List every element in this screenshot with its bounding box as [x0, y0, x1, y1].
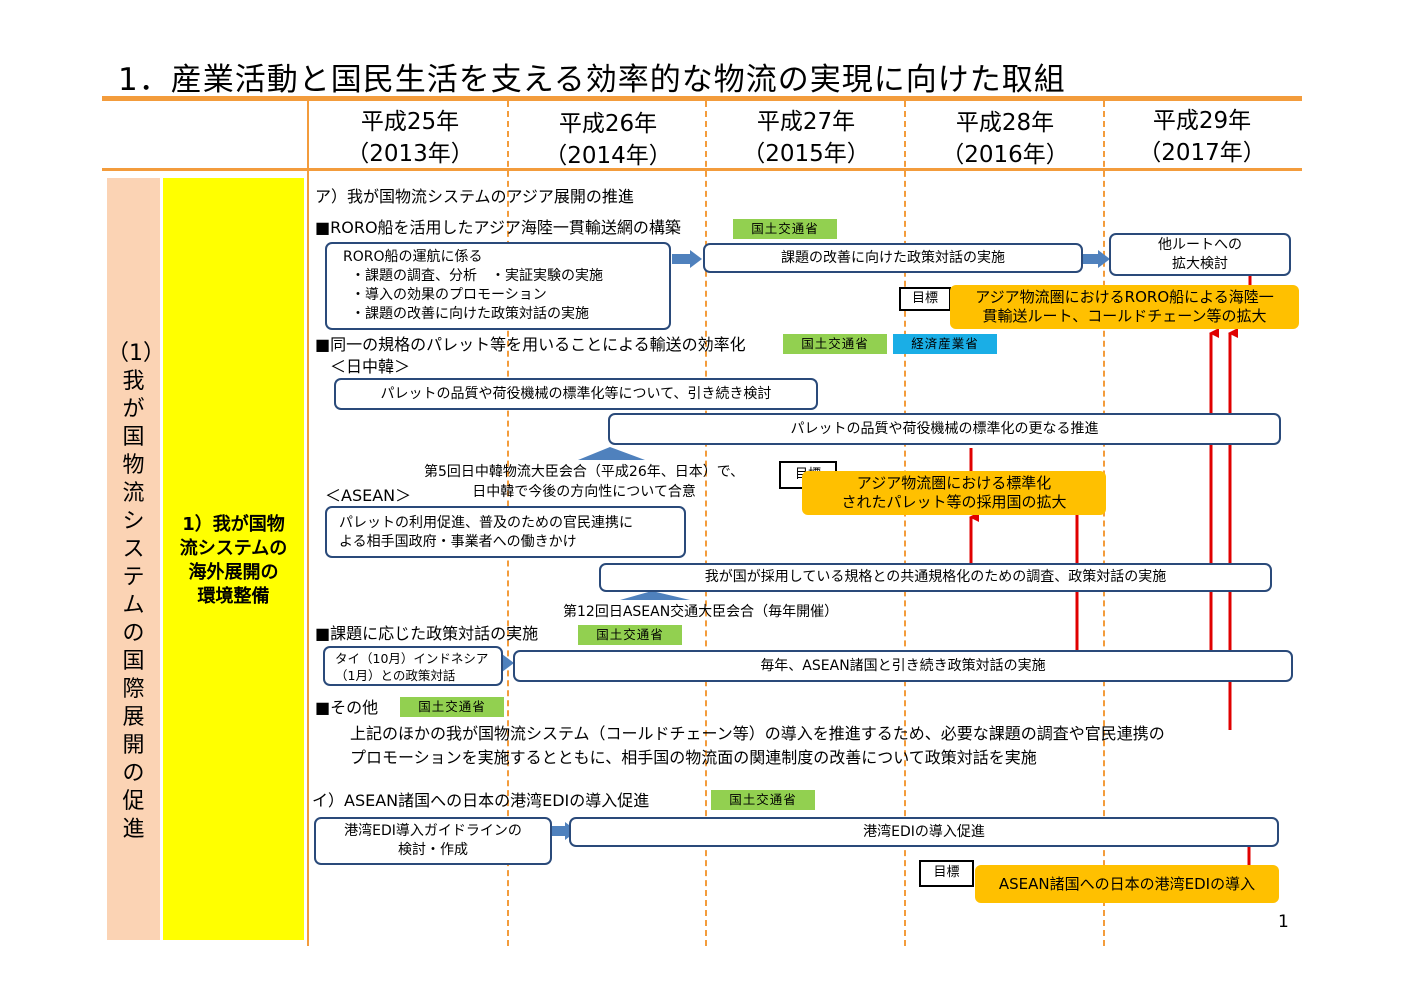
year-header-2013: 平成25年（2013年）	[346, 109, 474, 167]
category-char: 我	[122, 369, 145, 394]
title-rule	[102, 96, 1302, 101]
asean-meeting-note: 第12回日ASEAN交通大臣会合（毎年開催）	[563, 604, 839, 620]
other-description: 上記のほかの我が国物流システム（コールドチェーン等）の導入を推進するため、必要な…	[350, 724, 1165, 767]
column-divider	[904, 101, 906, 946]
cjk-review-box: パレットの品質や荷役機械の標準化等について、引き続き検討	[334, 378, 818, 410]
pallet-heading: ■同一の規格のパレット等を用いることによる輸送の効率化	[315, 335, 746, 354]
year-header-2016: 平成28年（2016年）	[941, 110, 1069, 168]
category-char: （1）	[107, 341, 165, 366]
edi-guideline-box: 港湾EDI導入ガイドラインの 検討・作成	[314, 817, 552, 865]
thai-indonesia-box: タイ（10月）インドネシア （1月）との政策対話	[323, 646, 503, 686]
roro-expand-box: 他ルートへの 拡大検討	[1109, 233, 1291, 276]
chevron-arrow-icon	[672, 250, 702, 268]
policy-heading: ■課題に応じた政策対話の実施	[315, 624, 539, 643]
category-char: シ	[122, 509, 145, 534]
ministry-tag-mlit: 国土交通省	[711, 790, 815, 810]
category-char: の	[122, 761, 145, 786]
category-char: 際	[122, 677, 145, 702]
category-char: 物	[122, 453, 145, 478]
category-char: 国	[122, 425, 145, 450]
ministry-tag-meti: 経済産業省	[893, 334, 997, 354]
edi-goal-box: ASEAN諸国への日本の港湾EDIの導入	[975, 865, 1279, 903]
header-divider	[307, 101, 309, 946]
pallet-goal-box: アジア物流圏における標準化 されたパレット等の採用国の拡大	[802, 471, 1106, 515]
subcategory-column	[163, 178, 304, 940]
category-label: （1）我が国物流システムの国際展開の促進	[107, 340, 165, 844]
asean-dialogue-bar: 毎年、ASEAN諸国と引き続き政策対話の実施	[513, 650, 1293, 682]
edi-promotion-bar: 港湾EDIの導入促進	[569, 817, 1279, 847]
category-char: テ	[122, 565, 145, 590]
asean-standardization-bar: 我が国が採用している規格との共通規格化のための調査、政策対話の実施	[599, 563, 1272, 592]
subcategory-label: 1）我が国物 流システムの 海外展開の 環境整備	[179, 514, 288, 607]
category-char: ム	[122, 593, 145, 618]
category-char: 展	[122, 705, 145, 730]
page-title: 1．産業活動と国民生活を支える効率的な物流の実現に向けた取組	[118, 62, 1066, 98]
cjk-label: ＜日中韓＞	[330, 357, 411, 376]
other-heading: ■その他	[315, 698, 379, 717]
asean-outreach-box: パレットの利用促進、普及のための官民連携に よる相手国政府・事業者への働きかけ	[325, 506, 686, 558]
section-b-heading: イ）ASEAN諸国への日本の港湾EDIの導入促進	[312, 791, 650, 810]
ministry-tag-mlit: 国土交通省	[400, 697, 504, 717]
meeting-marker-icon	[578, 447, 645, 460]
roro-initial-box: RORO船の運航に係る ・課題の調査、分析 ・実証実験の実施 ・導入の効果のプロ…	[325, 242, 671, 330]
goal-badge: 目標	[899, 287, 951, 311]
column-divider	[705, 101, 707, 946]
year-header-2014: 平成26年（2014年）	[544, 111, 672, 169]
column-divider	[1103, 101, 1105, 946]
category-char: の	[122, 621, 145, 646]
category-column	[107, 178, 160, 940]
roro-dialogue-bar: 課題の改善に向けた政策対話の実施	[703, 243, 1083, 273]
cjk-promotion-bar: パレットの品質や荷役機械の標準化の更なる推進	[608, 413, 1281, 445]
category-char: 流	[122, 481, 145, 506]
year-header-2017: 平成29年（2017年）	[1138, 108, 1266, 166]
ministry-tag-mlit: 国土交通省	[733, 219, 837, 239]
category-char: 開	[122, 733, 145, 758]
header-rule	[102, 168, 1302, 171]
category-char: 促	[122, 789, 145, 814]
roro-heading: ■RORO船を活用したアジア海陸一貫輸送網の構築	[315, 218, 681, 237]
goal-badge: 目標	[919, 860, 974, 887]
page-number: 1	[1278, 912, 1289, 932]
roro-goal-box: アジア物流圏におけるRORO船による海陸一 貫輸送ルート、コールドチェーン等の拡…	[950, 285, 1299, 329]
ministry-tag-mlit: 国土交通省	[578, 625, 682, 645]
meeting-marker-icon	[620, 591, 690, 600]
category-char: 進	[122, 817, 145, 842]
cjk-meeting-note: 第5回日中韓物流大臣会合（平成26年、日本）で、 日中韓で今後の方向性について合…	[424, 464, 745, 500]
asean-label: ＜ASEAN＞	[325, 486, 412, 505]
section-a-heading: ア）我が国物流システムのアジア展開の推進	[315, 187, 634, 206]
year-header-2015: 平成27年（2015年）	[742, 109, 870, 167]
category-char: が	[122, 397, 145, 422]
category-char: 国	[122, 649, 145, 674]
chevron-arrow-icon	[1082, 250, 1110, 268]
ministry-tag-mlit: 国土交通省	[783, 334, 887, 354]
category-char: ス	[122, 537, 145, 562]
